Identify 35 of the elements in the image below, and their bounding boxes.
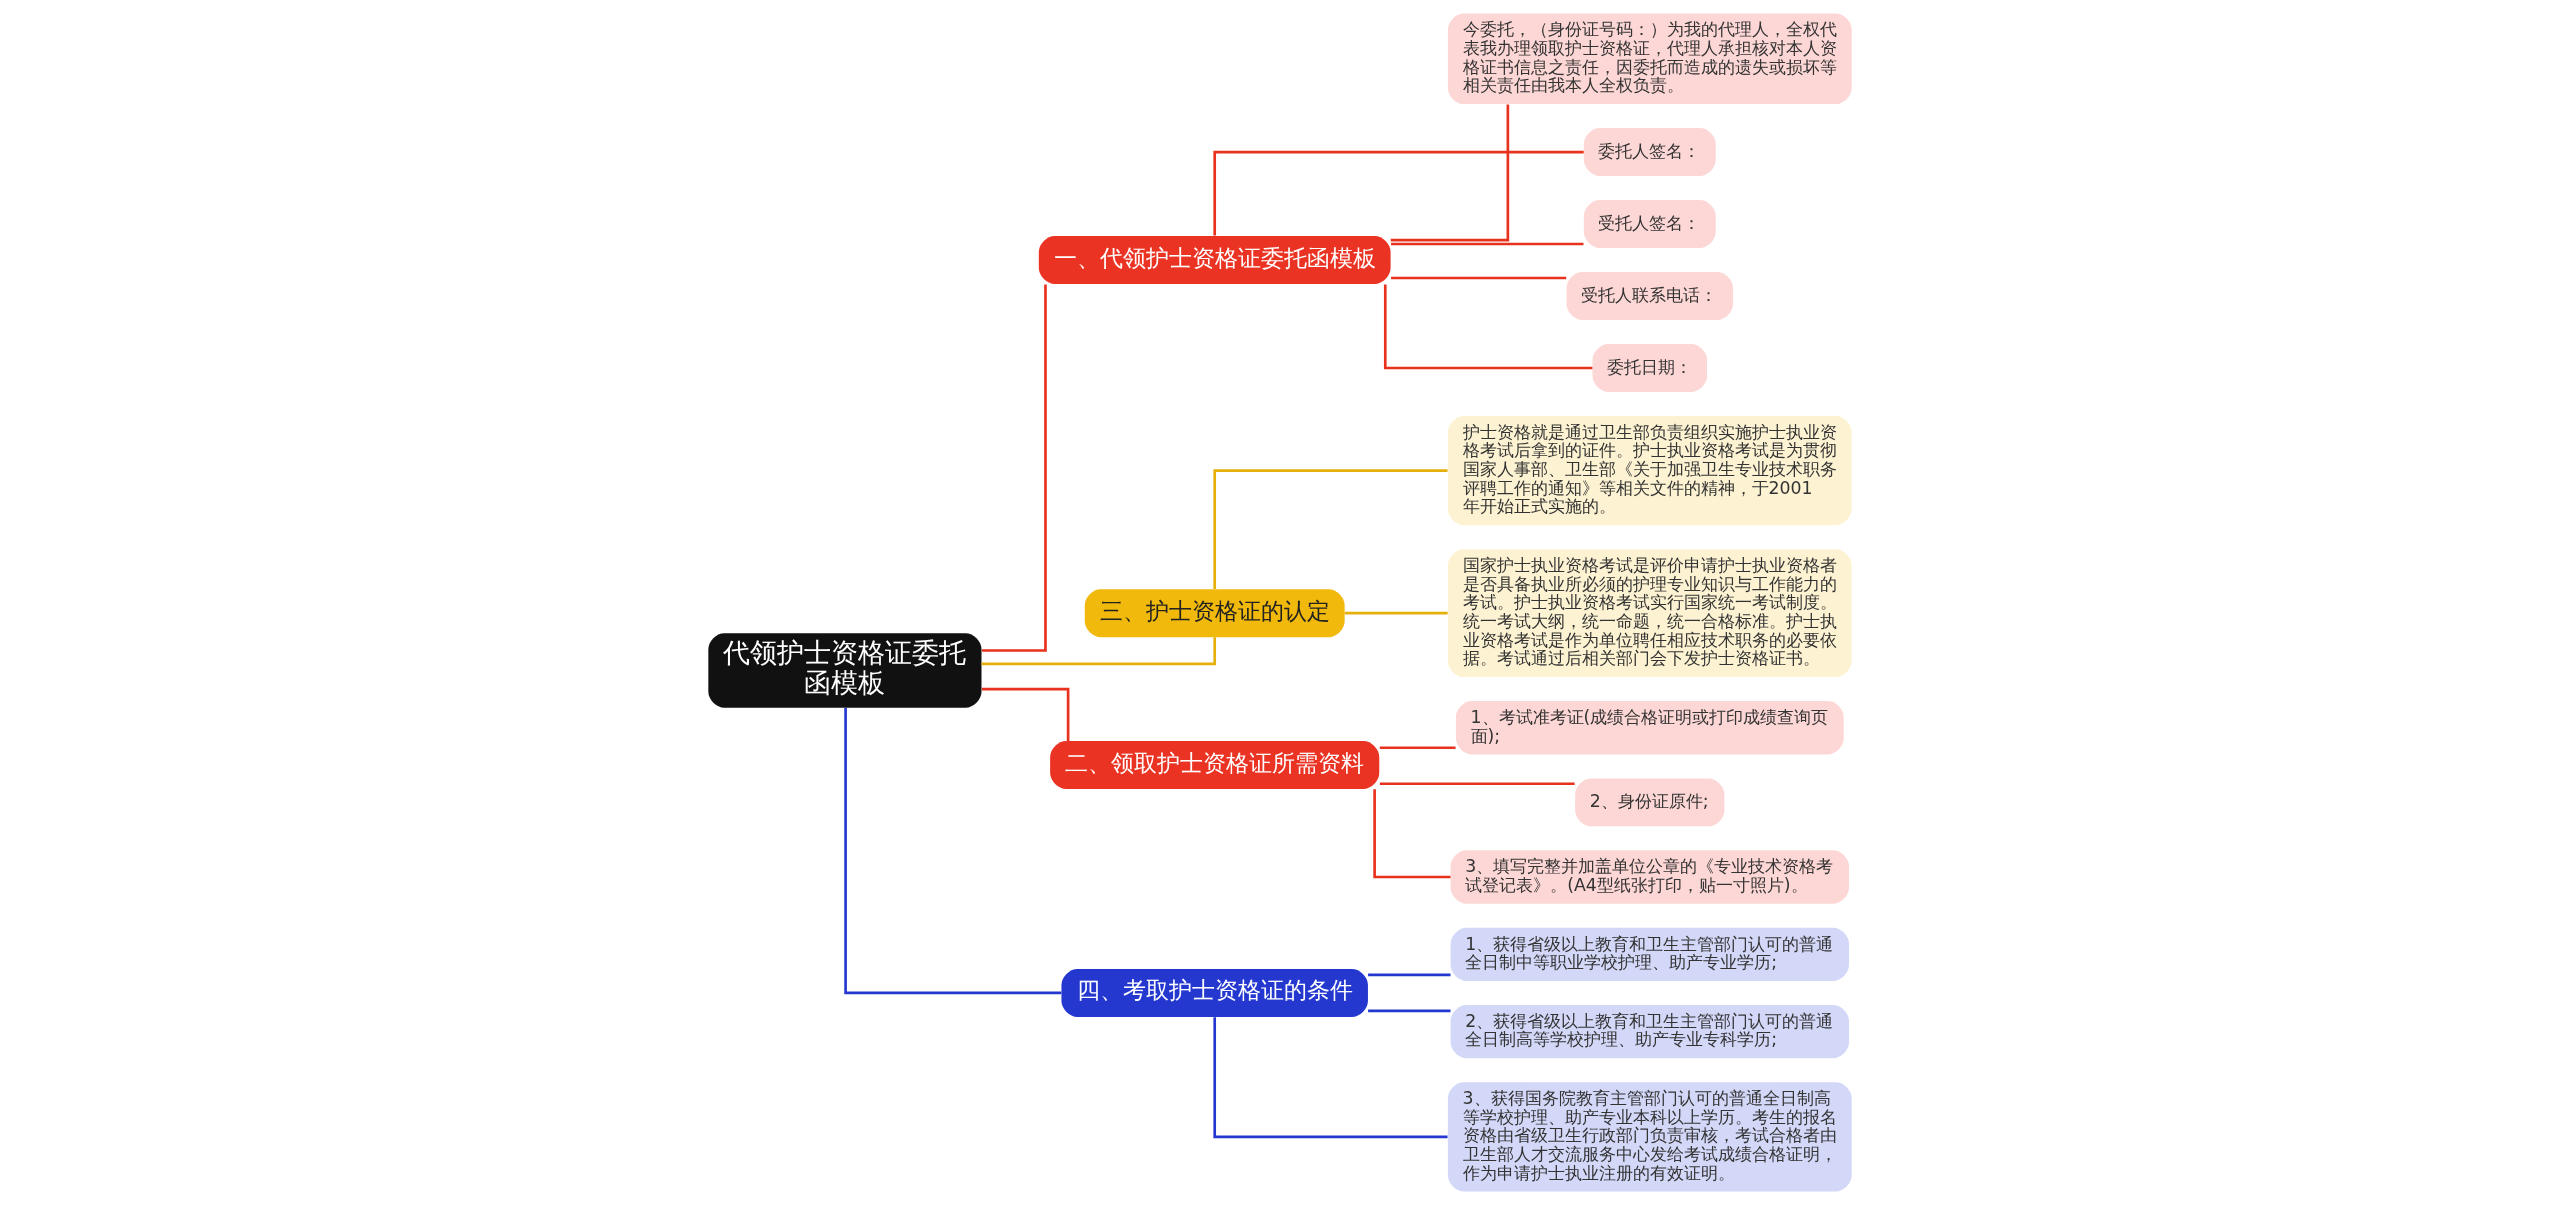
node-box: 3、填写完整并加盖单位公章的《专业技术资格考试登记表》。(A4型纸张打印，贴一寸照片)。: [1450, 850, 1849, 904]
connector: [1379, 782, 1575, 786]
node-box: 2、获得省级以上教育和卫生主管部门认可的普通全日制高等学校护理、助产专业专科学历;: [1450, 1004, 1849, 1059]
connector: [981, 687, 1070, 742]
node-box: 三、护士资格证的认定: [1084, 589, 1345, 638]
node-box: 国家护士执业资格考试是评价申请护士执业资格者是否具备执业所必须的护理专业知识与工作能力的考试。护士执业资格考试实行国家统一考试制度。统一考试大纲，统一命题，统一合格标准。护士执业资格考试是作为单位聘任相应技术职务的必要依据。考试通过后相关部门会下发护士资格证书。: [1447, 549, 1852, 678]
node-box: 一、代领护士资格证委托函模板: [1038, 236, 1391, 284]
node-box: 今委托，（身份证号码：）为我的代理人，全权代表我办理领取护士资格证，代理人承担核对本人资格证书信息之责任，因委托而造成的遗失或损坏等相关责任由我本人全权负责。: [1447, 13, 1852, 105]
connector: [1373, 789, 1451, 879]
node-box: 受托人签名：: [1583, 200, 1716, 249]
connector: [1391, 242, 1584, 246]
node-box: 1、考试准考证(成绩合格证明或打印成绩查询页面);: [1455, 701, 1844, 755]
node-box: 委托人签名：: [1583, 128, 1716, 177]
connector: [844, 708, 1062, 995]
node-box: 2、身份证原件;: [1575, 778, 1725, 827]
connector: [1368, 1009, 1451, 1013]
connector: [1368, 973, 1451, 977]
node-box: 3、获得国务院教育主管部门认可的普通全日制高等学校护理、助产专业本科以上学历。考生的报名资格由省级卫生行政部门负责审核，考试合格者由卫生部人才交流服务中心发给考试成绩合格证明，作为申请护士执业注册的有效证明。: [1447, 1082, 1852, 1192]
connector: [1213, 469, 1448, 589]
node-box: 二、领取护士资格证所需资料: [1050, 741, 1380, 790]
node-box: 委托日期：: [1592, 344, 1708, 392]
node-box: 代领护士资格证委托函模板: [708, 633, 982, 708]
connector: [982, 284, 1047, 652]
node-box: 1、获得省级以上教育和卫生主管部门认可的普通全日制中等职业学校护理、助产专业学历;: [1450, 927, 1849, 981]
connector: [1213, 1017, 1448, 1139]
node-box: 四、考取护士资格证的条件: [1061, 968, 1368, 1017]
connector: [1390, 104, 1510, 242]
node-box: 护士资格就是通过卫生部负责组织实施护士执业资格考试后拿到的证件。护士执业资格考试是为贯彻国家人事部、卫生部《关于加强卫生专业技术职务评聘工作的通知》等相关文件的精神，于2001年开始正式实施的。: [1447, 415, 1852, 526]
connector: [1391, 276, 1567, 280]
node-box: 受托人联系电话：: [1566, 272, 1734, 320]
connector: [1213, 150, 1584, 236]
connector: [1379, 746, 1456, 750]
connector: [1383, 284, 1593, 370]
connector: [1344, 611, 1448, 615]
connector: [981, 637, 1217, 666]
